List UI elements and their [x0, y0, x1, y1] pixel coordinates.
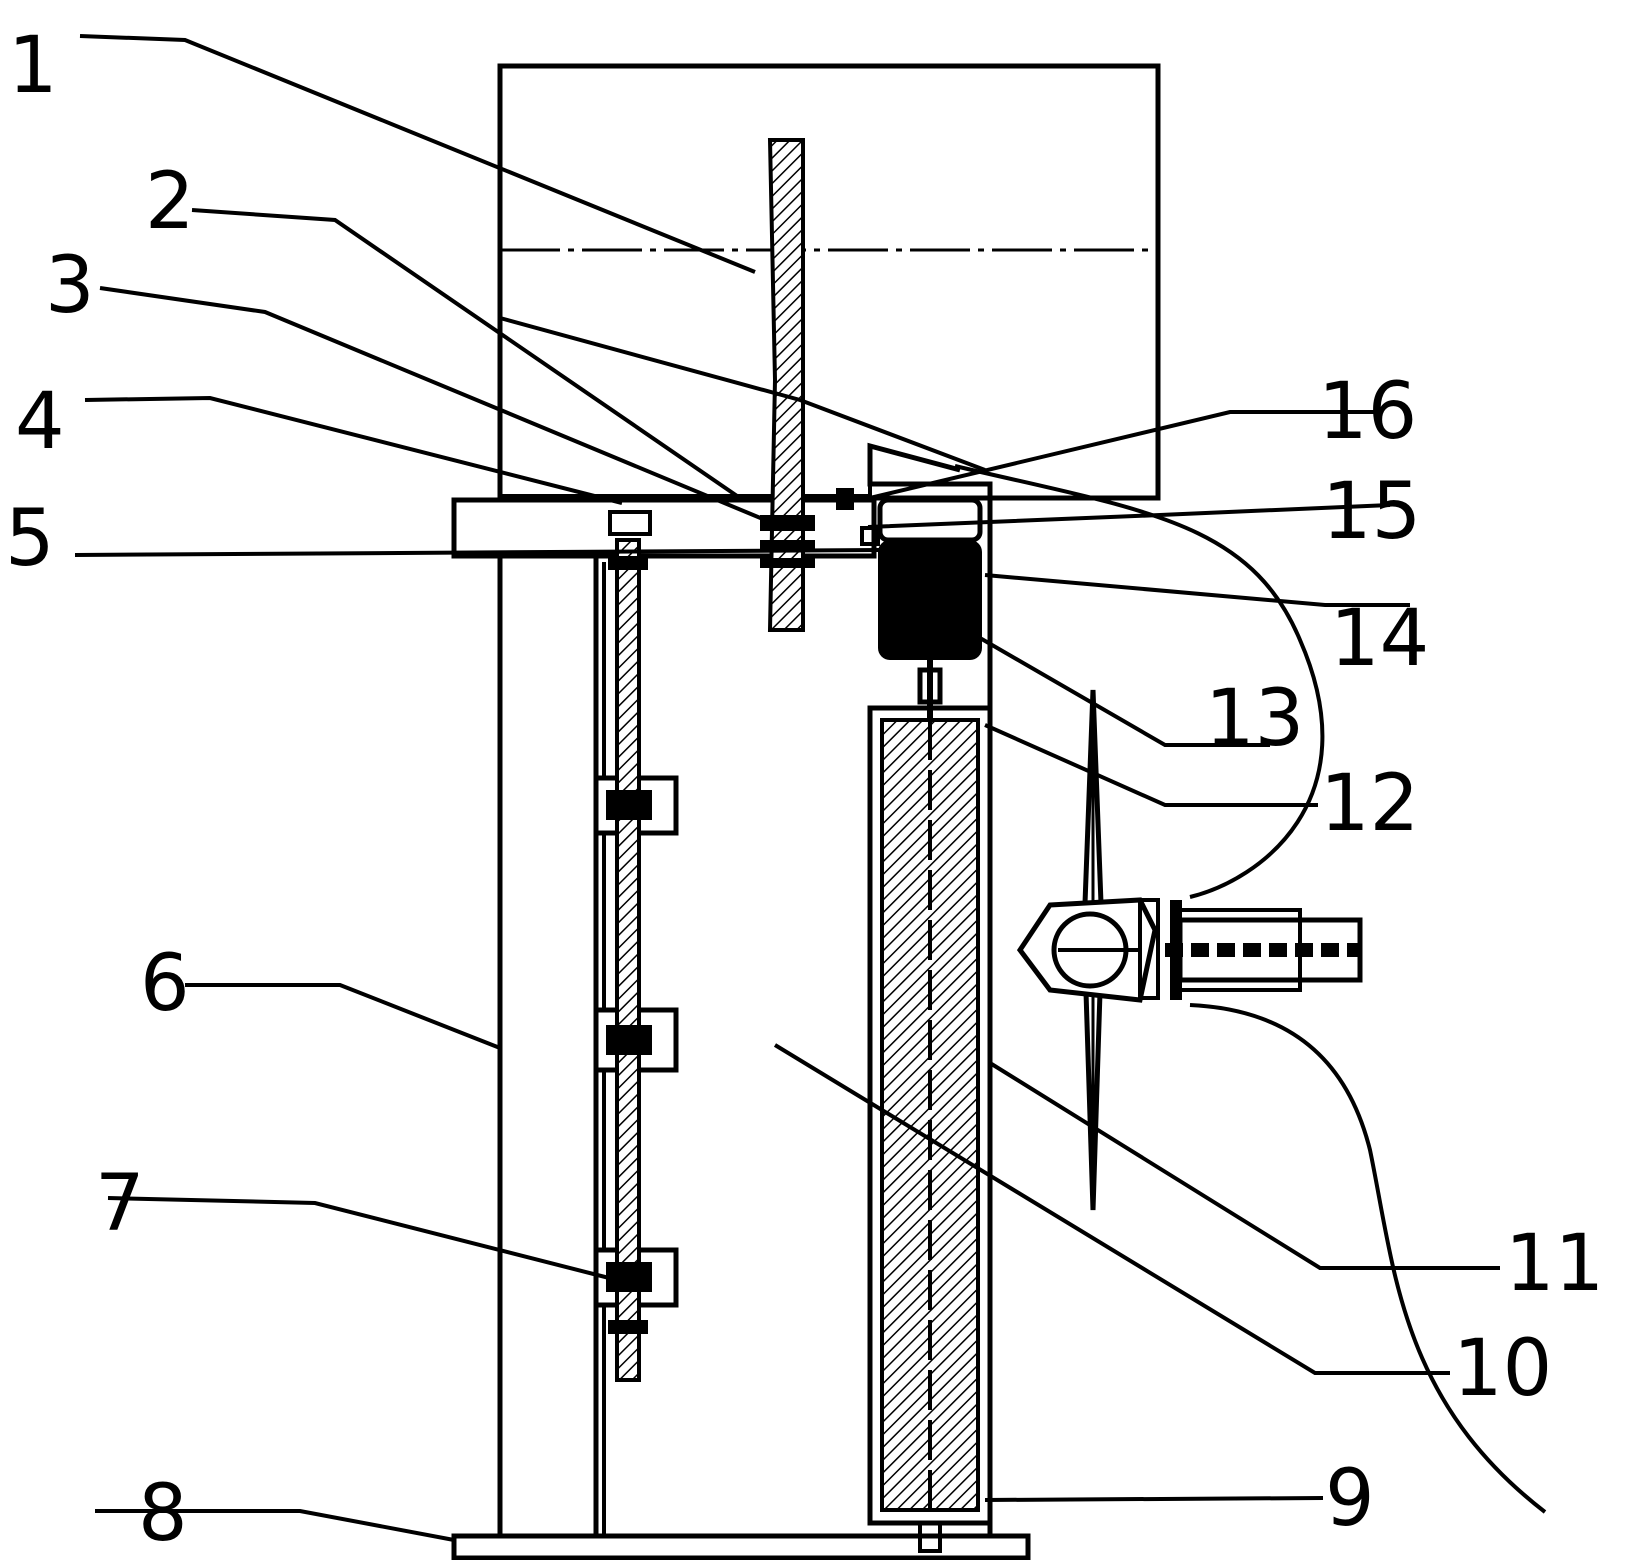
label-14: 14 — [1330, 594, 1429, 684]
label-4: 4 — [15, 377, 65, 467]
label-12: 12 — [1320, 759, 1419, 849]
motor — [878, 500, 982, 720]
label-2: 2 — [145, 157, 195, 247]
label-7: 7 — [95, 1159, 145, 1249]
label-10: 10 — [1453, 1324, 1552, 1414]
label-16: 16 — [1318, 367, 1417, 457]
cable-lower — [1190, 1005, 1545, 1512]
label-1: 1 — [8, 21, 58, 111]
label-3: 3 — [45, 241, 95, 331]
label-9: 9 — [1325, 1454, 1375, 1544]
label-15: 15 — [1322, 467, 1421, 557]
label-6: 6 — [140, 939, 190, 1029]
label-11: 11 — [1505, 1219, 1604, 1309]
label-8: 8 — [138, 1469, 188, 1559]
label-13: 13 — [1205, 674, 1304, 764]
screw-rod — [606, 540, 652, 1380]
propeller-turbine — [1020, 690, 1360, 1210]
tank — [500, 66, 1158, 498]
cylinder — [870, 708, 990, 1551]
label-5: 5 — [5, 494, 55, 584]
